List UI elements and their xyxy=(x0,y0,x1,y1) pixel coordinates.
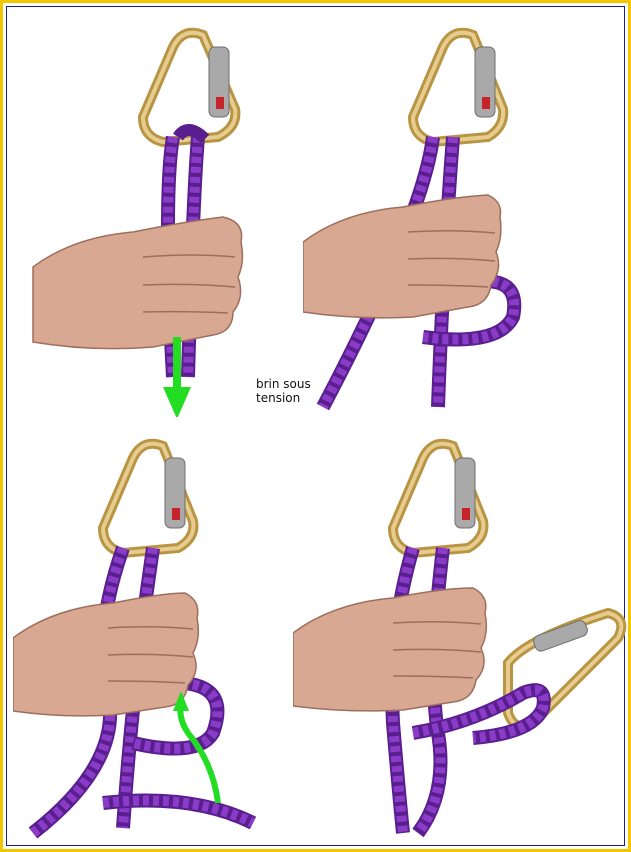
carabiner-icon xyxy=(393,444,483,553)
hand-icon xyxy=(13,593,198,716)
step-2-illustration xyxy=(303,17,623,417)
hand-icon xyxy=(303,195,501,318)
step-3-image xyxy=(13,433,313,845)
step-1-illustration xyxy=(13,17,313,417)
second-carabiner-icon xyxy=(508,613,621,726)
step-2-image xyxy=(303,17,623,417)
carabiner-icon xyxy=(413,33,503,142)
step-4-image xyxy=(293,433,628,845)
step-4-illustration xyxy=(293,433,628,845)
carabiner-icon xyxy=(103,444,193,553)
step-3-illustration xyxy=(13,433,313,845)
step-1-image: brin sous tension xyxy=(13,17,313,417)
hand-icon xyxy=(33,217,242,349)
hand-icon xyxy=(293,588,486,711)
